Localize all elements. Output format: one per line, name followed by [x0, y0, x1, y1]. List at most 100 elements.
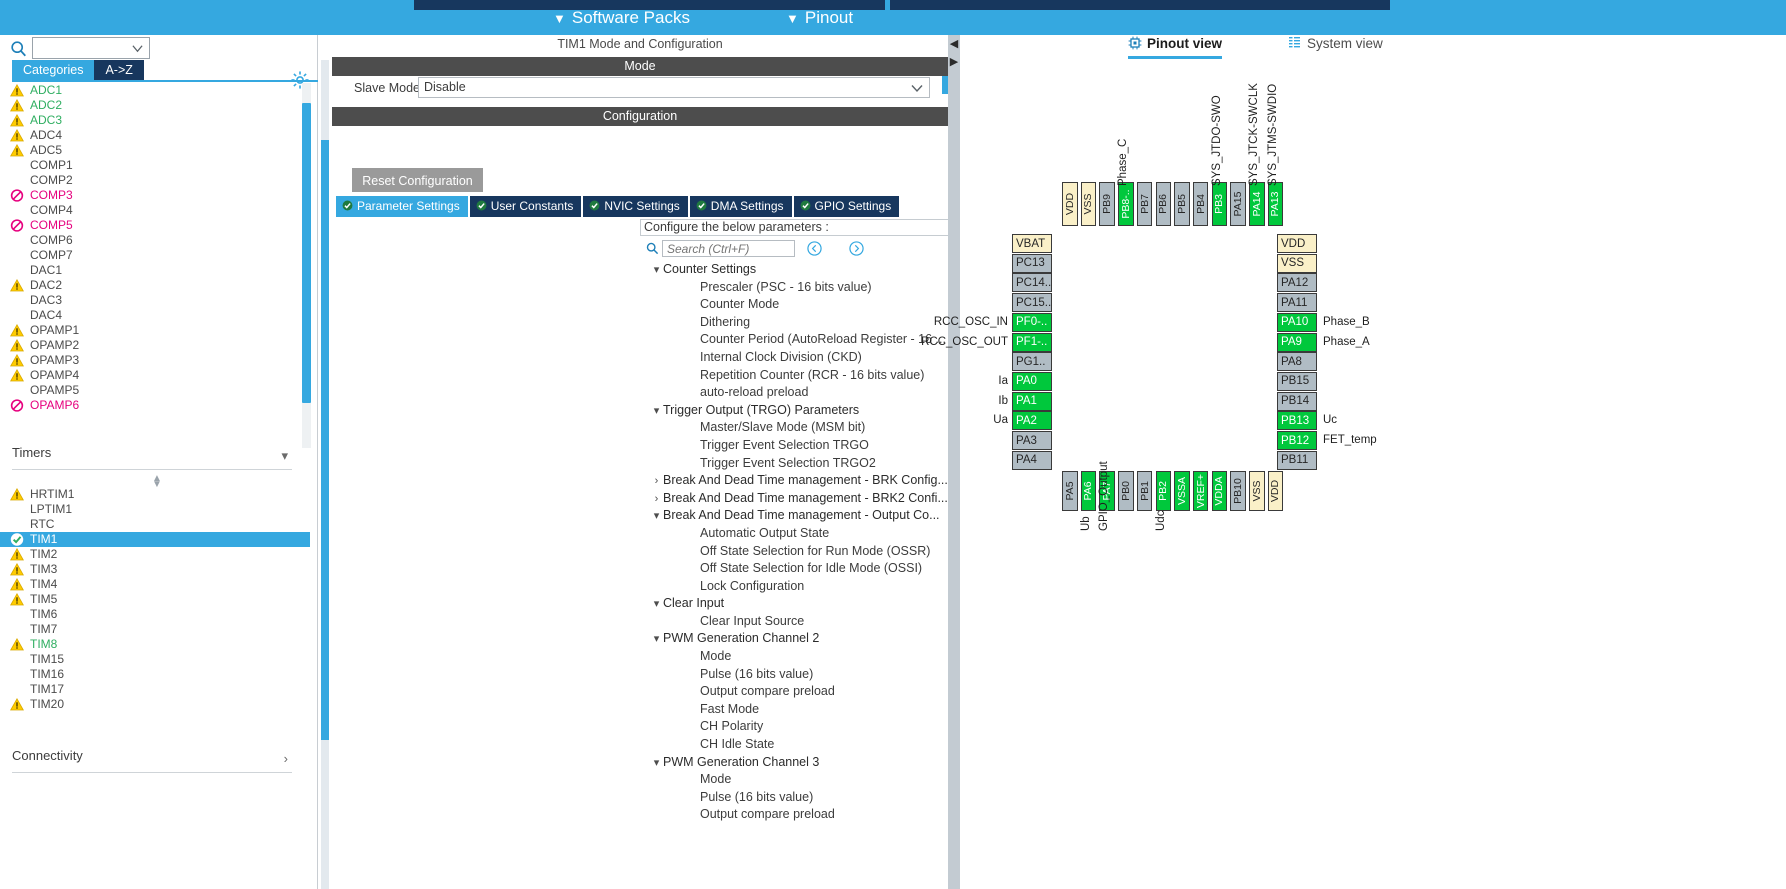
cfg-tab-user-constants[interactable]: User Constants — [469, 196, 582, 217]
sidebar-item-comp4[interactable]: COMP4 — [0, 203, 310, 218]
sidebar-item-adc3[interactable]: ADC3 — [0, 113, 310, 128]
sidebar-item-dac3[interactable]: DAC3 — [0, 293, 310, 308]
chevron-down-icon[interactable]: ▾ — [653, 633, 660, 646]
pin-PA4[interactable]: PA4 — [1012, 450, 1052, 470]
sidebar-item-lptim1[interactable]: LPTIM1 — [0, 502, 310, 517]
pin-PF0-..[interactable]: PF0-.. — [1012, 312, 1052, 332]
chevron-down-icon[interactable]: ▾ — [653, 264, 660, 276]
pin-PA12[interactable]: PA12 — [1277, 273, 1317, 293]
pin-PB9[interactable]: PB9 — [1099, 182, 1115, 226]
pin-PB5[interactable]: PB5 — [1174, 182, 1190, 226]
pin-PB0[interactable]: PB0 — [1118, 471, 1134, 511]
pin-PA14[interactable]: PA14 — [1249, 182, 1265, 226]
tab-system-view[interactable]: System view — [1288, 36, 1383, 51]
chevron-right-icon[interactable]: › — [654, 475, 659, 488]
previous-match-icon[interactable] — [807, 241, 822, 256]
param-group-row[interactable]: ▾Counter Settings — [640, 261, 1260, 279]
pin-PA15[interactable]: PA15 — [1230, 182, 1246, 226]
chevron-down-icon[interactable]: ▾ — [653, 510, 660, 523]
param-group-row[interactable]: ▾PWM Generation Channel 3 — [640, 754, 1260, 772]
pin-PA7[interactable]: PA7 — [1099, 471, 1115, 511]
sidebar-item-opamp4[interactable]: OPAMP4 — [0, 368, 310, 383]
pin-PF1-..[interactable]: PF1-.. — [1012, 332, 1052, 352]
sidebar-item-opamp2[interactable]: OPAMP2 — [0, 338, 310, 353]
cfg-tab-parameter-settings[interactable]: Parameter Settings — [336, 196, 468, 217]
sidebar-item-tim3[interactable]: TIM3 — [0, 562, 310, 577]
sidebar-item-opamp1[interactable]: OPAMP1 — [0, 323, 310, 338]
sidebar-item-tim8[interactable]: TIM8 — [0, 637, 310, 652]
pin-VDDA[interactable]: VDDA — [1211, 471, 1228, 511]
sidebar-item-comp2[interactable]: COMP2 — [0, 173, 310, 188]
slave-mode-select[interactable]: Disable — [418, 77, 930, 98]
sidebar-group-connectivity[interactable]: Connectivity › — [12, 743, 292, 773]
pin-PA3[interactable]: PA3 — [1012, 431, 1052, 450]
pin-PB2[interactable]: PB2 — [1155, 471, 1171, 511]
chevron-down-icon[interactable]: ▾ — [653, 598, 660, 611]
pin-PA8[interactable]: PA8 — [1277, 352, 1317, 372]
pin-PA2[interactable]: PA2 — [1012, 411, 1052, 431]
sidebar-item-tim6[interactable]: TIM6 — [0, 607, 310, 622]
pin-PB12[interactable]: PB12 — [1277, 431, 1317, 450]
pin-VSS[interactable]: VSS — [1277, 253, 1317, 273]
param-group-row[interactable]: ›Break And Dead Time management - BRK Co… — [640, 472, 1260, 490]
param-search-input[interactable] — [662, 240, 795, 257]
sidebar-item-opamp5[interactable]: OPAMP5 — [0, 383, 310, 398]
param-group-row[interactable]: ▾Clear Input — [640, 595, 1260, 613]
pin-PB8-..[interactable]: PB8-.. — [1118, 182, 1134, 226]
sidebar-item-tim16[interactable]: TIM16 — [0, 667, 310, 682]
sidebar-item-opamp3[interactable]: OPAMP3 — [0, 353, 310, 368]
sidebar-item-comp3[interactable]: COMP3 — [0, 188, 310, 203]
pin-PA13[interactable]: PA13 — [1267, 182, 1284, 226]
param-group-row[interactable]: ›Break And Dead Time management - BRK2 C… — [640, 490, 1260, 508]
sidebar-item-tim1[interactable]: TIM1 — [0, 532, 310, 547]
sidebar-item-tim17[interactable]: TIM17 — [0, 682, 310, 697]
tab-a-to-z[interactable]: A->Z — [94, 60, 144, 80]
sidebar-item-comp1[interactable]: COMP1 — [0, 158, 310, 173]
mode-scroll-indicator[interactable] — [942, 76, 951, 94]
sidebar-item-comp7[interactable]: COMP7 — [0, 248, 310, 263]
pin-PA6[interactable]: PA6 — [1080, 471, 1097, 511]
pin-PC14..[interactable]: PC14.. — [1012, 273, 1052, 293]
sidebar-item-tim2[interactable]: TIM2 — [0, 547, 310, 562]
sidebar-scrollbar[interactable] — [302, 83, 311, 448]
pin-PA1[interactable]: PA1 — [1012, 391, 1052, 411]
sidebar-splitter-grip[interactable]: ▲ — [152, 473, 162, 484]
sidebar-item-dac2[interactable]: DAC2 — [0, 278, 310, 293]
sidebar-splitter-grip-down[interactable]: ▼ — [152, 479, 162, 490]
sidebar-item-adc5[interactable]: ADC5 — [0, 143, 310, 158]
sidebar-item-adc1[interactable]: ADC1 — [0, 83, 310, 98]
sidebar-item-comp6[interactable]: COMP6 — [0, 233, 310, 248]
pin-PB11[interactable]: PB11 — [1277, 450, 1317, 470]
next-match-icon[interactable] — [849, 241, 864, 256]
pin-PB15[interactable]: PB15 — [1277, 371, 1317, 391]
tab-pinout-view[interactable]: Pinout view — [1128, 36, 1223, 59]
pin-PB1[interactable]: PB1 — [1136, 471, 1153, 511]
peripheral-search-combo[interactable] — [32, 37, 150, 59]
pin-VBAT[interactable]: VBAT — [1012, 234, 1052, 253]
collapse-left-icon[interactable]: ◀ — [949, 38, 959, 50]
sidebar-item-dac1[interactable]: DAC1 — [0, 263, 310, 278]
tab-categories[interactable]: Categories — [12, 60, 95, 80]
param-group-row[interactable]: ▾Break And Dead Time management - Output… — [640, 507, 1260, 525]
chevron-down-icon[interactable]: ▾ — [653, 756, 660, 769]
pin-PB14[interactable]: PB14 — [1277, 391, 1317, 411]
sidebar-item-tim7[interactable]: TIM7 — [0, 622, 310, 637]
sidebar-item-adc4[interactable]: ADC4 — [0, 128, 310, 143]
sidebar-item-tim20[interactable]: TIM20 — [0, 697, 310, 712]
pin-PA0[interactable]: PA0 — [1012, 371, 1052, 391]
pin-PC13[interactable]: PC13 — [1012, 253, 1052, 273]
pin-PG1..[interactable]: PG1.. — [1012, 352, 1052, 372]
pin-PA9[interactable]: PA9 — [1277, 332, 1317, 352]
panel-splitter[interactable]: ◀ ▶ — [948, 35, 960, 889]
ribbon-menu-pinout[interactable]: ▼Pinout — [786, 8, 853, 28]
cfg-tab-gpio-settings[interactable]: GPIO Settings — [793, 196, 900, 217]
expand-right-icon[interactable]: ▶ — [949, 56, 959, 68]
pin-VSS[interactable]: VSS — [1080, 182, 1097, 226]
pin-PB10[interactable]: PB10 — [1230, 471, 1246, 511]
sidebar-item-hrtim1[interactable]: HRTIM1 — [0, 487, 310, 502]
sidebar-item-dac4[interactable]: DAC4 — [0, 308, 310, 323]
sidebar-item-comp5[interactable]: COMP5 — [0, 218, 310, 233]
